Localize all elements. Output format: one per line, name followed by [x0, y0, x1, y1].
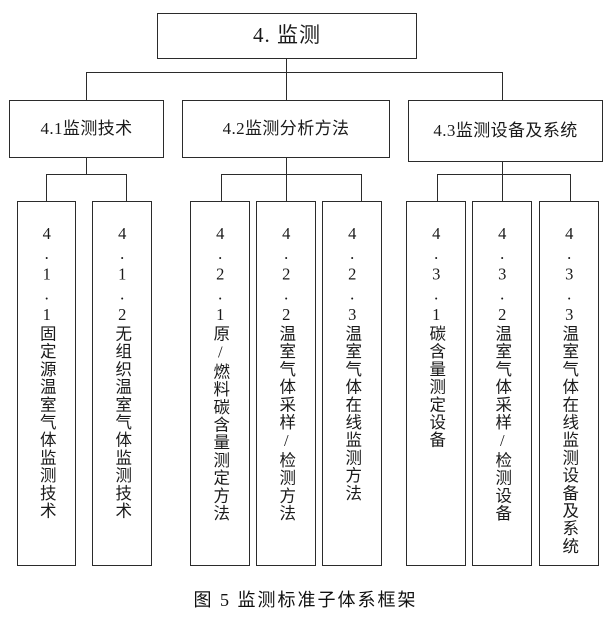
figure-caption: 图 5 监测标准子体系框架: [193, 590, 418, 610]
connector-branch-3-bus: [437, 174, 571, 176]
node-leaf-4-3-1-label: 4.3.1碳含量测定设备: [426, 224, 446, 449]
connector-branch-2-drop-2: [286, 174, 288, 202]
node-leaf-4-2-2[interactable]: 4.2.2温室气体采样/检测方法: [256, 201, 316, 566]
node-leaf-4-2-1-label: 4.2.1原/燃料碳含量测定方法: [210, 224, 230, 523]
node-leaf-4-2-3-label: 4.2.3温室气体在线监测方法: [342, 224, 362, 502]
connector-drop-branch-1: [86, 72, 88, 101]
connector-branch-2-stem: [286, 158, 288, 175]
connector-branch-2-drop-3: [361, 174, 363, 202]
node-branch-3-label: 4.3监测设备及系统: [433, 121, 578, 141]
node-leaf-4-3-3-label: 4.3.3温室气体在线监测设备及系统: [559, 224, 579, 556]
node-leaf-4-2-2-label: 4.2.2温室气体采样/检测方法: [276, 224, 296, 523]
node-leaf-4-3-1[interactable]: 4.3.1碳含量测定设备: [406, 201, 466, 566]
node-branch-1[interactable]: 4.1监测技术: [9, 100, 164, 158]
node-leaf-4-2-1[interactable]: 4.2.1原/燃料碳含量测定方法: [190, 201, 250, 566]
connector-branch-3-stem: [502, 162, 504, 175]
node-root-monitoring[interactable]: 4. 监测: [157, 13, 417, 59]
connector-branch-3-drop-2: [502, 174, 504, 202]
connector-root-stem: [286, 59, 288, 73]
node-leaf-4-1-2[interactable]: 4.1.2无组织温室气体监测技术: [92, 201, 152, 566]
connector-branch-1-drop-1: [46, 174, 48, 202]
connector-branch-1-stem: [86, 158, 88, 175]
connector-branch-3-drop-3: [570, 174, 572, 202]
connector-branch-2-bus: [221, 174, 362, 176]
connector-branch-2-drop-1: [221, 174, 223, 202]
node-branch-3[interactable]: 4.3监测设备及系统: [408, 100, 603, 162]
node-leaf-4-3-2[interactable]: 4.3.2温室气体采样/检测设备: [472, 201, 532, 566]
connector-drop-branch-3: [502, 72, 504, 101]
node-branch-1-label: 4.1监测技术: [40, 119, 133, 139]
connector-branch-1-bus: [46, 174, 127, 176]
node-leaf-4-3-3[interactable]: 4.3.3温室气体在线监测设备及系统: [539, 201, 599, 566]
node-leaf-4-1-1[interactable]: 4.1.1固定源温室气体监测技术: [17, 201, 76, 566]
node-leaf-4-3-2-label: 4.3.2温室气体采样/检测设备: [492, 224, 512, 523]
node-branch-2[interactable]: 4.2监测分析方法: [182, 100, 390, 158]
connector-branch-3-drop-1: [437, 174, 439, 202]
connector-drop-branch-2: [286, 72, 288, 101]
node-branch-2-label: 4.2监测分析方法: [222, 119, 350, 139]
node-leaf-4-1-2-label: 4.1.2无组织温室气体监测技术: [112, 224, 132, 520]
connector-branch-1-drop-2: [126, 174, 128, 202]
connector-level2-bus: [86, 72, 503, 74]
node-leaf-4-2-3[interactable]: 4.2.3温室气体在线监测方法: [322, 201, 382, 566]
node-leaf-4-1-1-label: 4.1.1固定源温室气体监测技术: [37, 224, 57, 520]
node-root-label: 4. 监测: [253, 23, 321, 48]
